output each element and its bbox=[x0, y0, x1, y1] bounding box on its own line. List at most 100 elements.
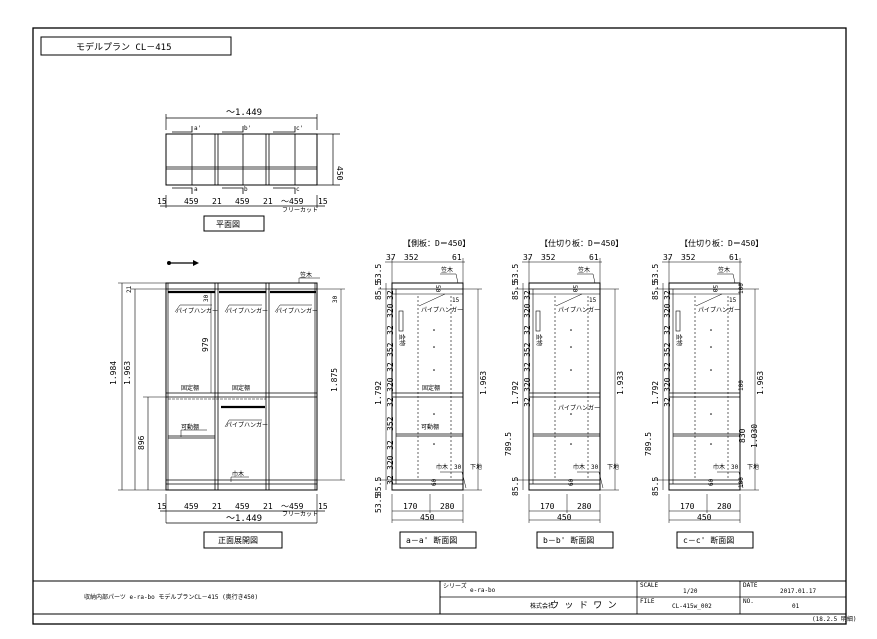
dim-seq_32_f: 32 bbox=[386, 475, 395, 485]
dim-seq_32_c: 32 bbox=[663, 362, 672, 372]
dim-seq_320_b: 320 bbox=[523, 377, 532, 392]
section-header: 【側板：D＝450】 bbox=[403, 238, 470, 248]
pipe-hanger-1: パイプハンガー bbox=[698, 306, 740, 314]
front-total-width: ～1.449 bbox=[226, 514, 262, 524]
dim-60: 60 bbox=[431, 478, 438, 486]
dim-50: 50 bbox=[711, 285, 718, 293]
front-h-30-top: 30 bbox=[203, 294, 210, 302]
front-h-1963: 1.963 bbox=[123, 361, 132, 385]
front-pipe-hanger-4: パイプハンガー bbox=[226, 421, 268, 429]
dim-15: 15 bbox=[452, 297, 460, 304]
dim-53-5: 53.5 bbox=[511, 264, 520, 283]
dim-seq_352_a: 352 bbox=[523, 342, 532, 357]
dim-bot-280: 280 bbox=[577, 502, 592, 511]
front-h-21: 21 bbox=[126, 285, 133, 293]
kanagu-label: 金物 bbox=[675, 334, 683, 346]
plan-section-c-top: c' bbox=[296, 125, 303, 132]
dim-seq_320_b: 320 bbox=[663, 377, 672, 392]
dim-30: 30 bbox=[731, 464, 739, 471]
dim-seq_32_a: 32 bbox=[523, 290, 532, 300]
top-board-label: 笠木 bbox=[718, 266, 730, 274]
plan-dim-15-right: 15 bbox=[318, 197, 328, 206]
dim-right-1: 1.963 bbox=[479, 371, 488, 395]
front-elevation bbox=[118, 277, 345, 549]
dim-r-100-bot: 100 bbox=[738, 477, 745, 488]
company-label: 株式会社 bbox=[530, 602, 554, 610]
dim-top-352: 352 bbox=[681, 253, 696, 262]
base-board-label: 巾木 bbox=[713, 463, 725, 471]
revision-note: (18.2.5 明細) bbox=[812, 615, 857, 623]
dim-bot-450: 450 bbox=[420, 513, 435, 522]
top-board-label: 笠木 bbox=[441, 266, 453, 274]
plan-section-a-bottom: a bbox=[194, 186, 198, 193]
dim-1792: 1.792 bbox=[651, 381, 660, 405]
dim-60: 60 bbox=[568, 478, 575, 486]
date-label: DATE bbox=[743, 582, 758, 589]
no-label: NO. bbox=[743, 598, 754, 605]
model-title: モデルプラン CL－415 bbox=[76, 41, 172, 53]
direction-arrow bbox=[167, 260, 199, 266]
scale-label: SCALE bbox=[640, 582, 658, 589]
pipe-hanger-2: パイプハンガー bbox=[558, 404, 600, 412]
dim-85-5-bottom: 85.5 bbox=[651, 477, 660, 496]
sheet-border bbox=[32, 27, 847, 625]
project-name: 収納内部パーツ e-ra-bo モデルプランCL－415 (奥行き450) bbox=[84, 593, 258, 601]
dim-r-100-mid: 100 bbox=[738, 380, 745, 391]
front-h-1984: 1.984 bbox=[109, 361, 118, 385]
dim-bot-450: 450 bbox=[697, 513, 712, 522]
dim-seq_32_d: 32 bbox=[663, 397, 672, 407]
plan-section-b-bottom: b bbox=[244, 186, 248, 193]
section-header: 【仕切り板：D＝450】 bbox=[680, 238, 763, 248]
dim-seq_352_b: 352 bbox=[386, 416, 395, 431]
front-h-896: 896 bbox=[137, 435, 146, 450]
section-header: 【仕切り板：D＝450】 bbox=[540, 238, 623, 248]
dim-top-352: 352 bbox=[404, 253, 419, 262]
dim-15: 15 bbox=[589, 297, 597, 304]
plan-section-a-top: a' bbox=[194, 125, 201, 132]
dim-53-5: 53.5 bbox=[651, 264, 660, 283]
dim-seq_320_a: 320 bbox=[663, 303, 672, 318]
base-board-label: 巾木 bbox=[436, 463, 448, 471]
dim-top-37: 37 bbox=[663, 253, 673, 262]
dim-top-61: 61 bbox=[729, 253, 739, 262]
dim-bot-170: 170 bbox=[540, 502, 555, 511]
front-fixed-shelf-1: 固定棚 bbox=[181, 384, 199, 392]
front-movable-shelf: 可動棚 bbox=[181, 423, 199, 431]
dim-seq_32_c: 32 bbox=[523, 362, 532, 372]
front-pipe-hanger-2: パイプハンガー bbox=[226, 307, 268, 315]
front-base-board: 巾木 bbox=[232, 470, 244, 478]
dim-seq_32_c: 32 bbox=[386, 362, 395, 372]
front-dim-459-3: ～459 bbox=[281, 502, 304, 511]
dim-seq_320_b: 320 bbox=[386, 377, 395, 392]
dim-1792: 1.792 bbox=[511, 381, 520, 405]
front-free-cut: フリーカット bbox=[282, 511, 318, 518]
dim-bot-170: 170 bbox=[403, 502, 418, 511]
front-dim-15-right: 15 bbox=[318, 502, 328, 511]
lower-board-label: 下地 bbox=[747, 463, 759, 471]
dim-30: 30 bbox=[454, 464, 462, 471]
dim-85-5-top: 85.5 bbox=[374, 281, 383, 300]
kanagu-label: 金物 bbox=[535, 334, 543, 346]
dim-bot-280: 280 bbox=[717, 502, 732, 511]
dim-right-1: 1.933 bbox=[616, 371, 625, 395]
dim-85-5-top: 85.5 bbox=[651, 281, 660, 300]
title-block bbox=[33, 580, 846, 615]
base-board-label: 巾木 bbox=[573, 463, 585, 471]
plan-dim-21-2: 21 bbox=[263, 197, 273, 206]
movable-shelf: 可動棚 bbox=[421, 423, 439, 431]
front-top-board: 笠木 bbox=[300, 271, 312, 279]
dim-right-1: 1.963 bbox=[756, 371, 765, 395]
dim-60: 60 bbox=[708, 478, 715, 486]
plan-free-cut: フリーカット bbox=[282, 207, 318, 214]
date-value: 2017.01.17 bbox=[780, 588, 817, 595]
plan-section-b-top: b' bbox=[244, 125, 251, 132]
title-box bbox=[40, 36, 232, 56]
dim-seq_32_b: 32 bbox=[663, 325, 672, 335]
file-value: CL-415w_002 bbox=[672, 603, 712, 610]
dim-right-2: 1.030 bbox=[750, 424, 759, 448]
